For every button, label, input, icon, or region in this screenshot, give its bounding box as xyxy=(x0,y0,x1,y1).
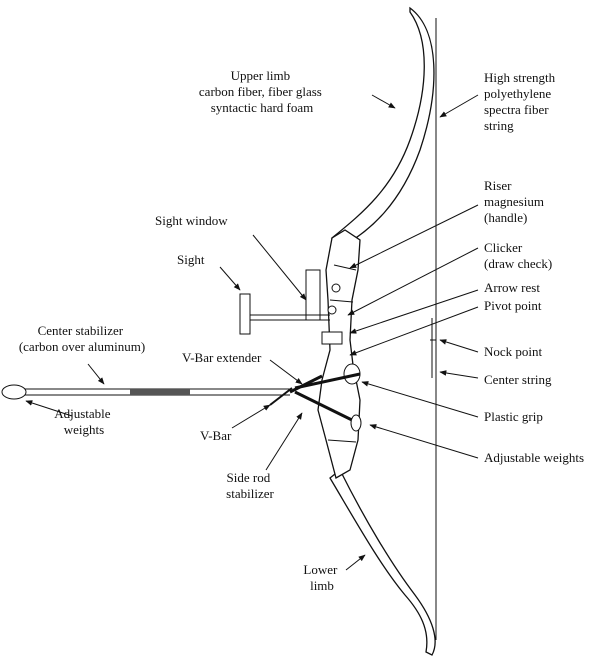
leader-arrows xyxy=(25,94,479,571)
label-center-stabilizer: Center stabilizer (carbon over aluminum) xyxy=(19,323,145,354)
side-rod-upper xyxy=(294,372,361,390)
label-riser: Riser magnesium (handle) xyxy=(484,178,547,225)
label-lower-limb: Lower limb xyxy=(303,562,340,593)
label-vbar-extender: V-Bar extender xyxy=(182,350,262,365)
sight-window xyxy=(305,269,321,321)
label-high-strength-string: High strength polyethylene spectra fiber… xyxy=(484,70,558,133)
sight xyxy=(239,293,337,335)
label-sight: Sight xyxy=(177,252,205,267)
label-nock-point: Nock point xyxy=(484,344,543,359)
label-pivot-point: Pivot point xyxy=(484,298,542,313)
label-upper-limb: Upper limb carbon fiber, fiber glass syn… xyxy=(199,68,325,115)
upper-limb xyxy=(330,6,435,246)
label-center-string: Center string xyxy=(484,372,552,387)
label-arrow-rest: Arrow rest xyxy=(484,280,540,295)
label-side-rod-stabilizer: Side rod stabilizer xyxy=(226,470,274,501)
vbar xyxy=(269,387,293,406)
label-adjustable-weights-right: Adjustable weights xyxy=(484,450,584,465)
label-vbar: V-Bar xyxy=(200,428,232,443)
label-sight-window: Sight window xyxy=(155,213,228,228)
label-plastic-grip: Plastic grip xyxy=(484,409,543,424)
label-adjustable-weights-left: Adjustable weights xyxy=(54,406,114,437)
arrow-rest xyxy=(321,331,343,345)
side-rod-lower xyxy=(294,390,357,424)
label-clicker: Clicker (draw check) xyxy=(484,240,552,271)
side-rod-weight xyxy=(350,414,362,432)
lower-limb xyxy=(329,468,436,656)
center-stabilizer xyxy=(1,384,290,400)
